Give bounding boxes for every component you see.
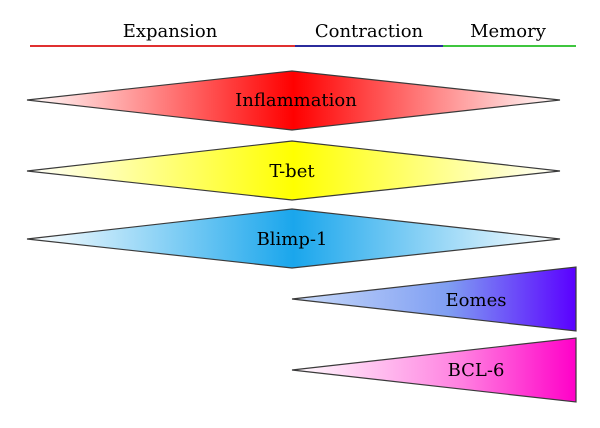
factor-inflammation: Inflammation <box>26 70 561 131</box>
bcl6-wedge <box>291 337 577 403</box>
phase-label-memory: Memory <box>470 21 547 42</box>
tbet-diamond <box>26 140 561 201</box>
phase-header: Expansion Contraction Memory <box>30 21 576 47</box>
factor-bcl6: BCL-6 <box>291 337 577 403</box>
inflammation-diamond <box>26 70 561 131</box>
bcl6-label: BCL-6 <box>448 360 505 381</box>
phase-label-expansion: Expansion <box>123 21 218 42</box>
factor-eomes: Eomes <box>291 266 577 332</box>
blimp1-diamond <box>26 208 561 269</box>
inflammation-label: Inflammation <box>235 90 357 111</box>
factor-blimp1: Blimp-1 <box>26 208 561 269</box>
eomes-wedge <box>291 266 577 332</box>
tbet-label: T-bet <box>269 161 315 182</box>
blimp1-label: Blimp-1 <box>257 229 328 250</box>
eomes-label: Eomes <box>446 290 507 311</box>
phase-label-contraction: Contraction <box>315 21 424 42</box>
factor-tbet: T-bet <box>26 140 561 201</box>
